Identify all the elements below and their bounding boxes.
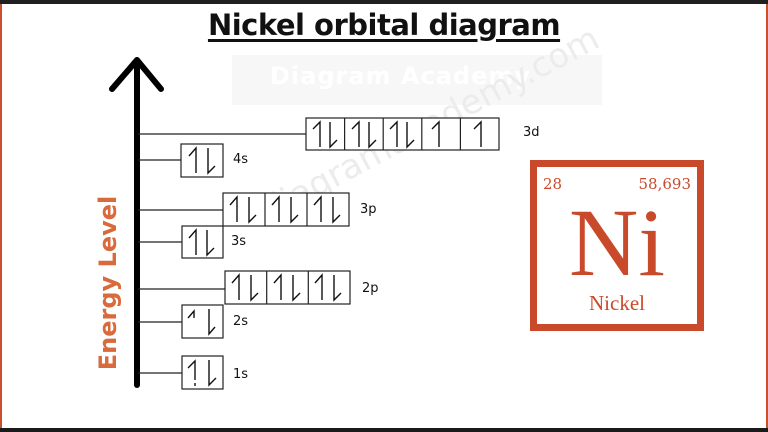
page-title-text: Nickel orbital diagram <box>207 8 561 42</box>
atomic-number: 28 <box>543 175 563 193</box>
orbital-label-2p: 2p <box>362 281 379 296</box>
orbital-label-3d: 3d <box>523 125 540 140</box>
orbital-3d <box>138 117 500 151</box>
orbital-2s <box>138 304 224 339</box>
element-name: Nickel <box>589 291 645 315</box>
orbital-label-1s: 1s <box>233 367 249 382</box>
left-accent-border <box>0 4 2 428</box>
element-symbol: Ni <box>569 189 665 296</box>
orbital-label-3p: 3p <box>360 202 377 217</box>
right-accent-border <box>766 4 768 428</box>
orbital-label-3s: 3s <box>231 234 247 249</box>
energy-axis-arrow-icon <box>109 57 164 388</box>
bottom-border-bar <box>0 428 768 432</box>
orbital-3s <box>138 225 224 259</box>
orbital-label-2s: 2s <box>233 314 249 329</box>
watermark-banner-text: Diagram Academy <box>270 62 532 90</box>
orbital-2p <box>138 270 351 305</box>
top-border-bar <box>0 0 768 4</box>
atomic-mass: 58,693 <box>638 175 692 193</box>
element-tile: 28 58,693 Ni Nickel <box>530 160 704 331</box>
page-title: Nickel orbital diagram <box>0 8 768 42</box>
orbital-label-4s: 4s <box>233 152 249 167</box>
orbital-3p <box>138 192 350 227</box>
orbital-1s <box>138 355 224 390</box>
orbital-4s <box>138 143 224 178</box>
watermark-banner <box>232 55 602 105</box>
